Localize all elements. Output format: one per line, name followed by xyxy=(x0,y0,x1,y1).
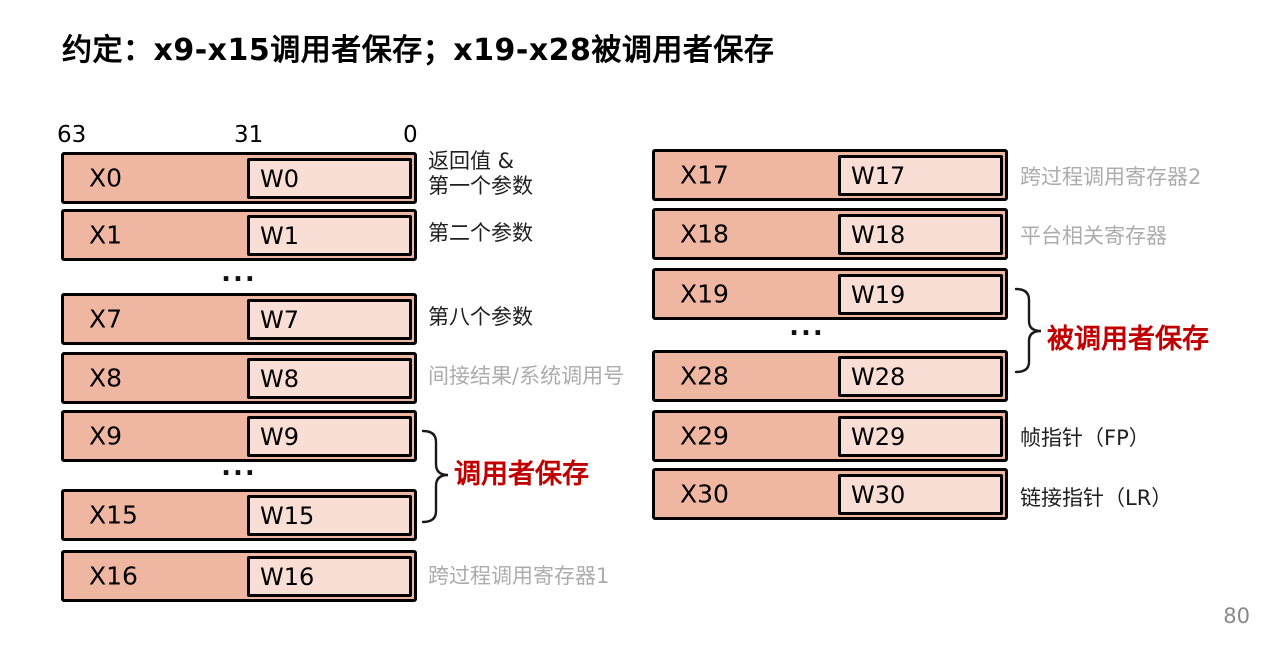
register-w17-name: W17 xyxy=(851,161,906,190)
label-x1: 第二个参数 xyxy=(428,221,533,245)
register-x28: X28 W28 xyxy=(652,350,1008,402)
callee-saved-note: 被调用者保存 xyxy=(1047,324,1209,355)
register-x8: X8 W8 xyxy=(61,352,417,404)
label-x30: 链接指针（LR） xyxy=(1020,486,1173,510)
register-x29: X29 W29 xyxy=(652,410,1008,462)
register-x18: X18 W18 xyxy=(652,208,1008,260)
caller-saved-note: 调用者保存 xyxy=(454,459,589,490)
label-x16: 跨过程调用寄存器1 xyxy=(428,564,610,588)
register-w28: W28 xyxy=(838,356,1003,397)
caller-saved-brace xyxy=(421,429,449,524)
register-w7-name: W7 xyxy=(260,305,299,334)
register-x19: X19 W19 xyxy=(652,268,1008,320)
register-x18-name: X18 xyxy=(680,219,729,249)
bit-label-63: 63 xyxy=(57,122,87,148)
register-w1-name: W1 xyxy=(260,221,299,250)
register-w0-name: W0 xyxy=(260,164,299,193)
register-x30: X30 W30 xyxy=(652,468,1008,520)
register-x17: X17 W17 xyxy=(652,149,1008,201)
ellipsis-right: ... xyxy=(789,312,825,342)
register-x29-name: X29 xyxy=(680,421,729,451)
register-x16-name: X16 xyxy=(89,561,138,591)
register-x0-name: X0 xyxy=(89,163,123,193)
register-w9: W9 xyxy=(247,416,412,457)
register-w7: W7 xyxy=(247,299,412,340)
register-w17: W17 xyxy=(838,155,1003,196)
register-w16: W16 xyxy=(247,556,412,597)
label-x18: 平台相关寄存器 xyxy=(1020,224,1167,248)
register-x7: X7 W7 xyxy=(61,293,417,345)
bit-label-0: 0 xyxy=(403,122,418,148)
ellipsis-left-1: ... xyxy=(221,258,257,288)
callee-saved-brace xyxy=(1014,287,1042,374)
label-x8: 间接结果/系统调用号 xyxy=(428,364,625,388)
label-x7: 第八个参数 xyxy=(428,305,533,329)
register-x9-name: X9 xyxy=(89,421,123,451)
register-w1: W1 xyxy=(247,215,412,256)
register-x1-name: X1 xyxy=(89,220,123,250)
register-w29: W29 xyxy=(838,416,1003,457)
register-x7-name: X7 xyxy=(89,304,123,334)
label-x29: 帧指针（FP） xyxy=(1020,426,1150,450)
register-w18: W18 xyxy=(838,214,1003,255)
register-w15: W15 xyxy=(247,495,412,536)
slide-title: 约定：x9-x15调用者保存；x19-x28被调用者保存 xyxy=(62,33,775,68)
register-w16-name: W16 xyxy=(260,562,315,591)
register-w0: W0 xyxy=(247,158,412,199)
page-number: 80 xyxy=(1223,604,1250,628)
register-w30: W30 xyxy=(838,474,1003,515)
bit-label-31: 31 xyxy=(234,122,264,148)
register-w9-name: W9 xyxy=(260,422,299,451)
register-w19-name: W19 xyxy=(851,280,906,309)
register-w8: W8 xyxy=(247,358,412,399)
register-x17-name: X17 xyxy=(680,160,729,190)
register-w8-name: W8 xyxy=(260,364,299,393)
register-w18-name: W18 xyxy=(851,220,906,249)
register-w28-name: W28 xyxy=(851,362,906,391)
register-w29-name: W29 xyxy=(851,422,906,451)
register-x15: X15 W15 xyxy=(61,489,417,541)
register-x8-name: X8 xyxy=(89,363,123,393)
register-x19-name: X19 xyxy=(680,279,729,309)
label-x0-line1: 返回值 & xyxy=(428,149,515,173)
label-x0-line2: 第一个参数 xyxy=(428,174,533,198)
register-x9: X9 W9 xyxy=(61,410,417,462)
ellipsis-left-2: ... xyxy=(221,452,257,482)
register-x30-name: X30 xyxy=(680,479,729,509)
register-x0: X0 W0 xyxy=(61,152,417,204)
register-w30-name: W30 xyxy=(851,480,906,509)
register-x15-name: X15 xyxy=(89,500,138,530)
register-x28-name: X28 xyxy=(680,361,729,391)
register-x1: X1 W1 xyxy=(61,209,417,261)
label-x17: 跨过程调用寄存器2 xyxy=(1020,165,1202,189)
register-w15-name: W15 xyxy=(260,501,315,530)
register-x16: X16 W16 xyxy=(61,550,417,602)
label-x0: 返回值 & 第一个参数 xyxy=(428,149,533,199)
register-w19: W19 xyxy=(838,274,1003,315)
